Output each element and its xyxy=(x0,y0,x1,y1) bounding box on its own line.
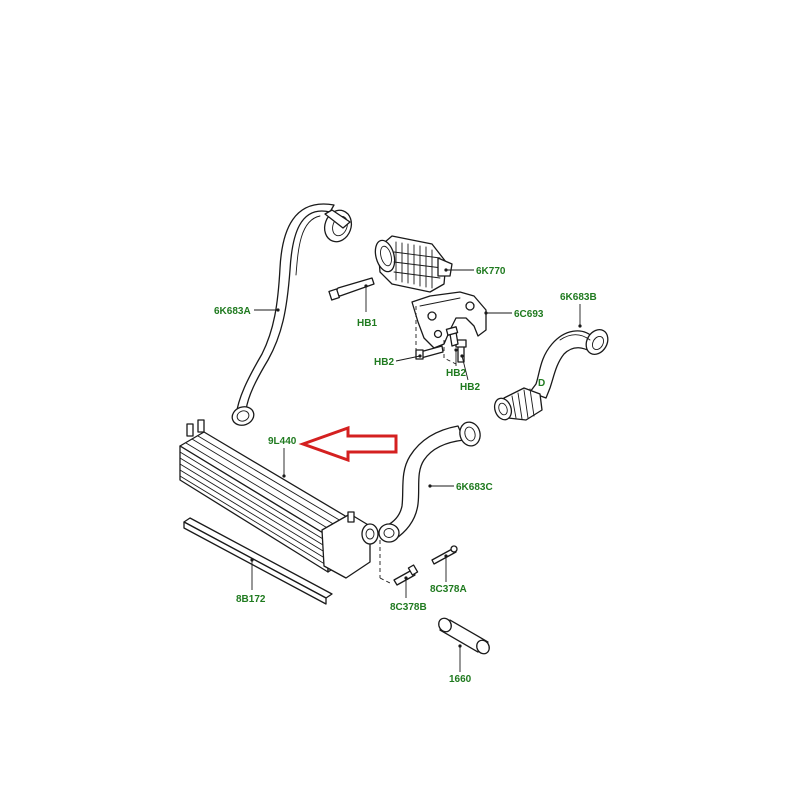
assembly-dashed-lines xyxy=(379,306,487,585)
hose-6k683c[interactable] xyxy=(378,420,483,543)
sleeve-1660[interactable] xyxy=(436,616,491,656)
label-6k683a: 6K683A xyxy=(214,306,251,317)
housing-6k770[interactable] xyxy=(372,235,453,293)
label-d: D xyxy=(538,378,545,389)
label-6k683b: 6K683B xyxy=(560,292,597,303)
hose-6k683a[interactable] xyxy=(230,203,356,428)
label-1660: 1660 xyxy=(449,674,472,685)
bolt-hb1[interactable] xyxy=(328,277,375,301)
label-6c693: 6C693 xyxy=(514,309,544,320)
strip-8b172[interactable] xyxy=(183,517,333,605)
intercooler-9l440[interactable] xyxy=(179,419,379,579)
label-hb2-right: HB2 xyxy=(460,382,480,393)
hose-6k683b[interactable] xyxy=(529,326,612,399)
label-hb2-left: HB2 xyxy=(374,357,394,368)
callout-arrow xyxy=(298,425,398,463)
leader-lines xyxy=(250,268,582,672)
bolt-hb2-upper[interactable] xyxy=(445,326,459,347)
label-8c378b: 8C378B xyxy=(390,602,427,613)
part-labels: 6K683A 6K770 HB1 6C693 6K683B HB2 HB2 HB… xyxy=(214,266,597,685)
label-hb1: HB1 xyxy=(357,318,377,329)
pin-8c378a[interactable] xyxy=(431,545,458,565)
bracket-6c693[interactable] xyxy=(411,291,487,349)
label-8c378a: 8C378A xyxy=(430,584,467,595)
label-9l440: 9L440 xyxy=(268,436,297,447)
label-6k683c: 6K683C xyxy=(456,482,493,493)
coupling-d[interactable] xyxy=(492,387,543,422)
label-hb2-middle: HB2 xyxy=(446,368,466,379)
label-8b172: 8B172 xyxy=(236,594,266,605)
label-6k770: 6K770 xyxy=(476,266,506,277)
